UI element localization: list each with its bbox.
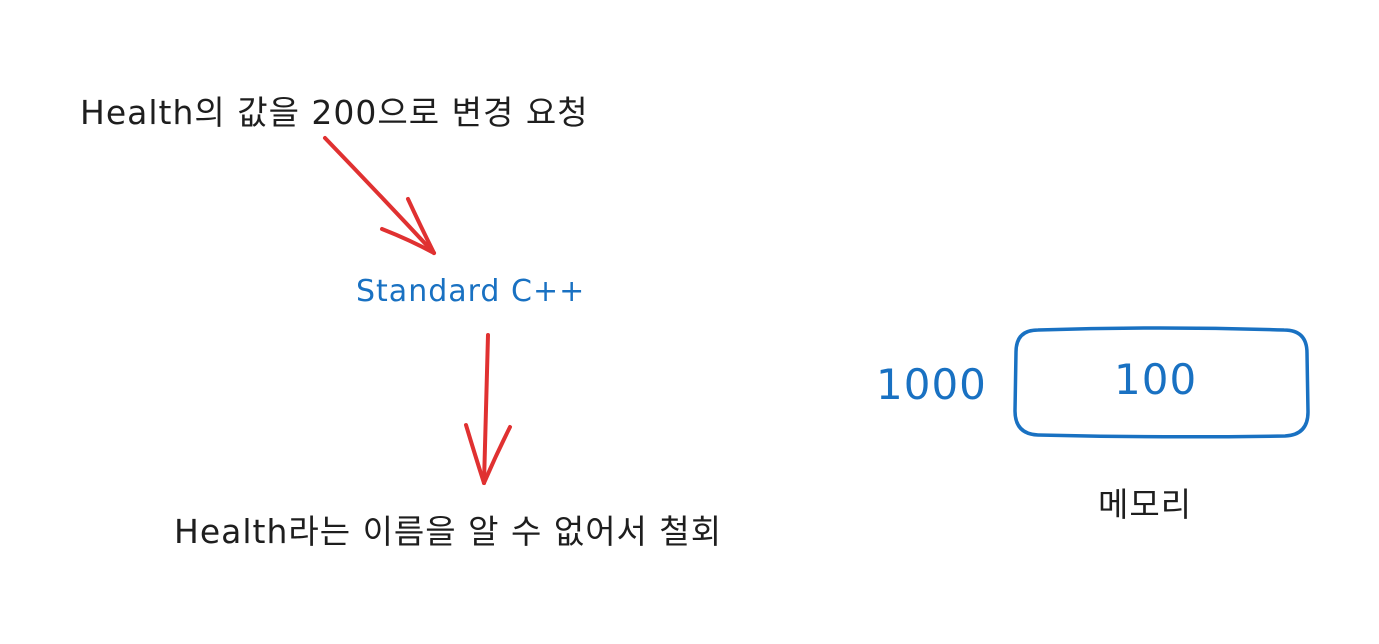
arrow-runtime-to-result [464, 333, 512, 485]
result-label: Health라는 이름을 알 수 없어서 철회 [174, 512, 723, 551]
runtime-label: Standard C++ [356, 274, 586, 309]
arrow-request-to-runtime [323, 136, 436, 255]
memory-label: 메모리 [1098, 485, 1193, 524]
memory-address: 1000 [876, 360, 987, 409]
memory-cell-box [1013, 326, 1310, 439]
memory-value: 100 [1114, 355, 1198, 404]
request-label: Health의 값을 200으로 변경 요청 [80, 93, 589, 132]
